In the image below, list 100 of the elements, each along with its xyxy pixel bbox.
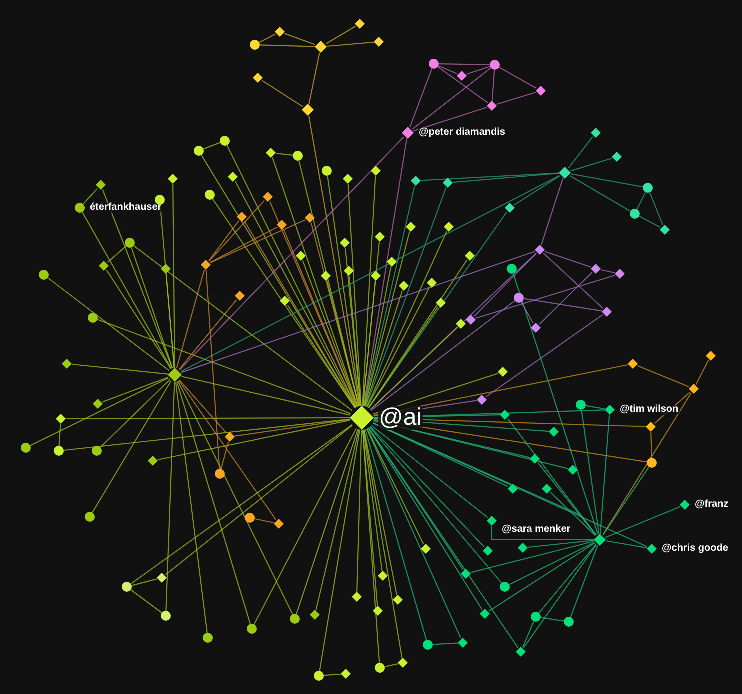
connector-line	[474, 253, 537, 317]
connector-line	[66, 417, 350, 420]
connector-line	[371, 300, 516, 412]
connector-line	[538, 462, 597, 536]
connector-line	[107, 246, 127, 264]
connector-line	[636, 192, 646, 210]
connector-line	[521, 302, 534, 324]
node-label: @chris goode	[661, 544, 730, 554]
connector-line	[366, 428, 424, 545]
connector-line	[438, 66, 458, 74]
connector-line	[134, 246, 353, 412]
connector-line	[83, 188, 98, 205]
connector-line	[72, 364, 168, 375]
connector-line	[364, 430, 398, 596]
connector-line	[606, 540, 648, 549]
connector-line	[368, 306, 439, 408]
connector-line	[64, 418, 350, 452]
connector-line	[30, 378, 169, 446]
connector-line	[176, 270, 206, 368]
connector-line	[488, 542, 596, 612]
connector-line	[649, 192, 664, 226]
connector-line	[302, 260, 358, 407]
connector-line	[58, 424, 62, 446]
connector-line	[364, 232, 410, 407]
connector-line	[368, 260, 468, 408]
connector-line	[366, 428, 462, 639]
connector-line	[365, 290, 404, 407]
connector-line	[370, 426, 485, 548]
connector-line	[272, 158, 359, 407]
connector-line	[262, 80, 304, 108]
connector-line	[310, 222, 360, 407]
connector-line	[410, 68, 433, 128]
connector-line	[362, 430, 380, 664]
node-label: @peter diamandis	[418, 128, 506, 138]
connector-line	[366, 231, 448, 408]
connector-line	[512, 274, 599, 534]
connector-line	[367, 287, 430, 408]
connector-line	[180, 136, 404, 370]
connector-line	[508, 418, 597, 536]
node-label: éterfankhauser	[89, 203, 163, 213]
connector-line	[348, 276, 362, 406]
connector-line	[362, 176, 376, 406]
connector-line	[212, 198, 356, 408]
connector-line	[324, 674, 342, 676]
connector-line	[208, 220, 240, 262]
connector-line	[210, 226, 278, 264]
connector-line	[550, 492, 596, 536]
connector-line	[166, 382, 176, 612]
connector-line	[438, 66, 488, 104]
connector-line	[486, 314, 604, 398]
connector-line	[362, 280, 376, 406]
connector-line	[452, 172, 560, 184]
connector-line	[98, 319, 351, 414]
connector-line	[132, 578, 158, 586]
connector-line	[499, 67, 537, 89]
connector-line	[308, 116, 360, 406]
connector-line	[570, 174, 644, 188]
connector-line	[439, 64, 490, 66]
connector-line	[316, 430, 360, 610]
connector-line	[366, 188, 447, 407]
connector-line	[48, 278, 170, 372]
connector-line	[514, 176, 560, 206]
connector-line	[204, 142, 220, 150]
connector-line	[538, 544, 597, 614]
connector-line	[326, 42, 374, 48]
connector-line	[466, 66, 490, 75]
connector-line	[570, 158, 612, 172]
connector-line	[175, 382, 208, 634]
connector-line	[92, 380, 172, 513]
connector-line	[371, 425, 488, 518]
connector-line	[276, 153, 294, 156]
connector-line	[172, 184, 176, 368]
connector-line	[234, 419, 350, 437]
node-label: @tim wilson	[619, 405, 680, 415]
connector-line	[344, 248, 362, 406]
connector-line	[586, 405, 606, 410]
connector-line	[100, 380, 170, 448]
connector-line	[476, 274, 616, 320]
connector-line	[637, 365, 690, 388]
connector-line	[287, 304, 356, 408]
connector-line	[496, 92, 536, 106]
connector-line	[412, 68, 492, 130]
connector-line	[158, 420, 350, 461]
connector-line	[543, 253, 604, 309]
connector-line	[209, 200, 265, 262]
connector-line	[363, 138, 408, 406]
connector-line	[254, 428, 357, 625]
connector-line	[178, 300, 238, 370]
connector-line	[348, 184, 362, 406]
connector-line	[602, 392, 692, 536]
connector-line	[220, 442, 230, 470]
connector-line	[363, 430, 403, 658]
connector-line	[319, 430, 361, 672]
connector-line	[540, 178, 564, 246]
connector-line	[696, 360, 710, 385]
connector-line	[540, 617, 564, 622]
connector-line	[509, 542, 595, 586]
connector-line	[130, 590, 162, 614]
connector-line	[254, 518, 274, 524]
connector-line	[182, 376, 350, 416]
